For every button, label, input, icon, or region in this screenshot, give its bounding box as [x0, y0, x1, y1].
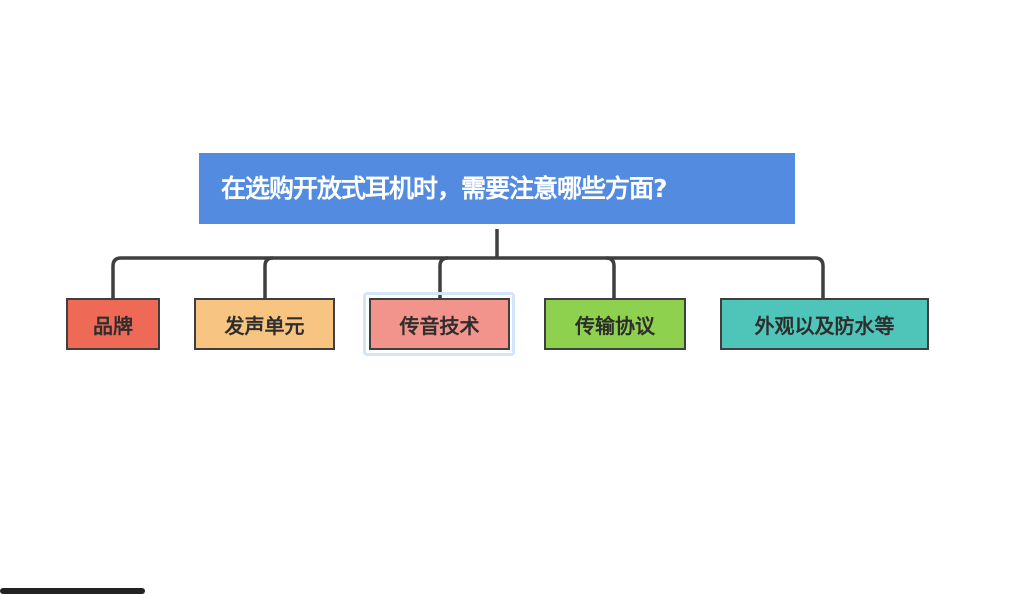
root-topic[interactable]: 在选购开放式耳机时，需要注意哪些方面? — [199, 153, 795, 224]
topic-label: 发声单元 — [224, 313, 305, 338]
topic-label: 传输协议 — [575, 313, 655, 338]
topic-label: 外观以及防水等 — [754, 313, 895, 338]
horizontal-scrollbar[interactable] — [0, 588, 145, 594]
topic-label: 品牌 — [93, 313, 133, 338]
topic-appearance-waterproof[interactable]: 外观以及防水等 — [720, 298, 929, 350]
topic-driver-unit[interactable]: 发声单元 — [194, 298, 335, 350]
selection-highlight — [363, 292, 515, 356]
topic-label: 传音技术 — [399, 313, 480, 338]
root-topic-label: 在选购开放式耳机时，需要注意哪些方面? — [221, 174, 668, 203]
topic-transmission-protocol[interactable]: 传输协议 — [544, 298, 686, 350]
topic-brand[interactable]: 品牌 — [66, 298, 160, 350]
topic-sound-tech[interactable]: 传音技术 — [369, 298, 510, 350]
